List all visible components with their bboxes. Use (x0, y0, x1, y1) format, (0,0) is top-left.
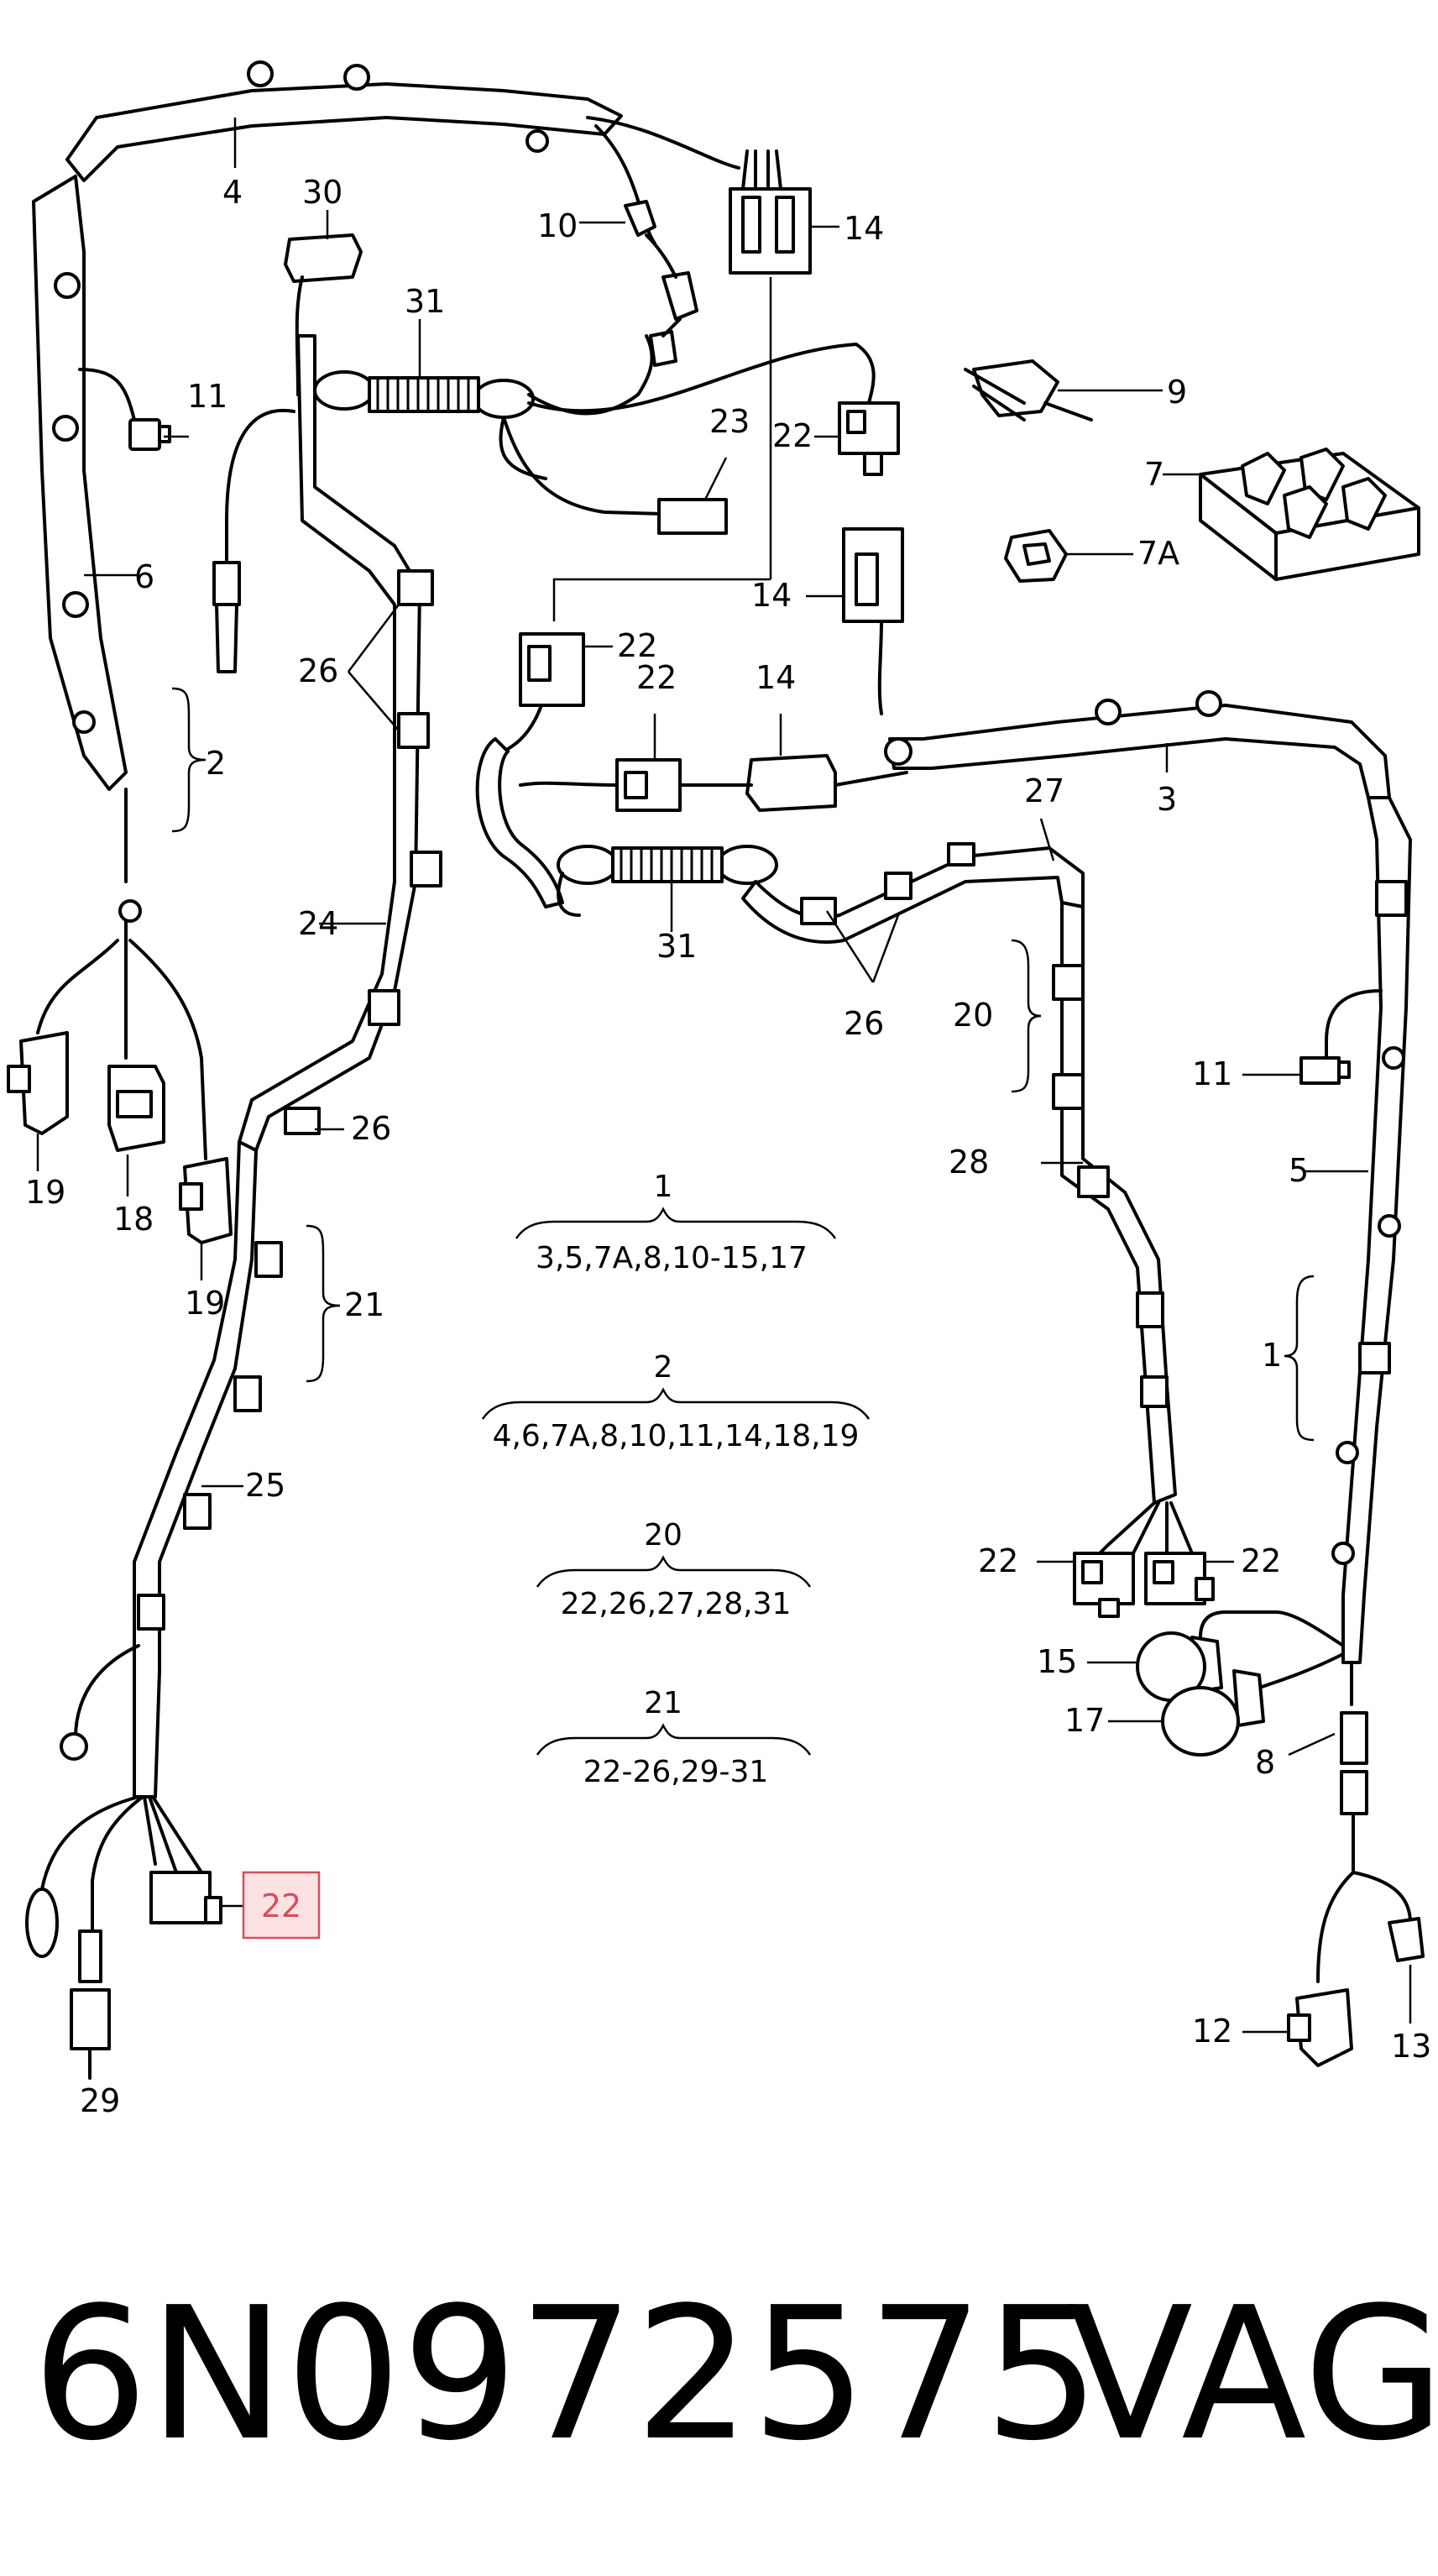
sensor-15 (1136, 1631, 1223, 1702)
group-braces (171, 687, 1315, 1442)
label-15: 15 (1037, 1643, 1077, 1680)
group-20-members: 22,26,27,28,31 (561, 1587, 792, 1621)
label-21-brace: 21 (344, 1286, 384, 1323)
connector-22-bottom-left (149, 1871, 222, 1924)
label-20-brace: 20 (953, 997, 993, 1034)
brand-name: VAG (1068, 2269, 1438, 2481)
label-1-brace: 1 (1262, 1337, 1282, 1374)
connector-22-lower-right (1144, 1552, 1215, 1605)
label-14-middle: 14 (751, 577, 792, 614)
label-22-upper: 22 (772, 417, 813, 454)
harness-24 (238, 334, 442, 1152)
part-10 (624, 200, 698, 367)
connector-22-mid-b (519, 758, 682, 812)
reference-line-14 (552, 277, 772, 621)
label-12: 12 (1192, 2013, 1232, 2050)
harness-6 (32, 175, 207, 1160)
label-22-lower-right: 22 (1241, 1542, 1281, 1579)
connector-14-middle (842, 527, 904, 715)
label-26-lower: 26 (844, 1005, 884, 1042)
label-22-mid-b: 22 (636, 659, 677, 696)
label-23: 23 (709, 403, 750, 440)
label-14-center: 14 (756, 659, 796, 696)
label-19-lower: 19 (185, 1285, 225, 1322)
harness-26-27 (741, 842, 1085, 944)
label-13: 13 (1391, 2028, 1431, 2065)
part-9 (964, 359, 1093, 421)
connector-11-left (128, 418, 171, 451)
label-7a: 7A (1137, 535, 1179, 572)
label-8: 8 (1255, 1744, 1275, 1781)
part-7a (1004, 529, 1068, 583)
label-28: 28 (949, 1144, 989, 1181)
group-2-id: 2 (654, 1350, 673, 1385)
group-1-members: 3,5,7A,8,10-15,17 (536, 1241, 808, 1275)
group-21-members: 22-26,29-31 (583, 1755, 769, 1789)
harness-25 (25, 1140, 283, 1958)
label-25: 25 (245, 1467, 285, 1504)
harness-loop (475, 737, 564, 908)
harness-3 (884, 690, 1391, 799)
connector-12 (1287, 1988, 1353, 2067)
connector-18 (107, 1065, 165, 1152)
connector-22-upper (838, 401, 900, 476)
harness-5 (1199, 796, 1412, 1706)
connector-14-top (729, 149, 812, 275)
connector-13 (1388, 1917, 1425, 1962)
label-3: 3 (1157, 781, 1177, 818)
label-19-upper: 19 (25, 1174, 65, 1211)
connector-14-center (678, 754, 908, 812)
label-6: 6 (134, 558, 154, 595)
label-11-right: 11 (1192, 1055, 1232, 1092)
group-1-id: 1 (654, 1170, 673, 1204)
label-5: 5 (1289, 1152, 1309, 1189)
highlight-callout: 22 (242, 1871, 321, 1940)
sensor-probe (212, 408, 295, 673)
harness-20-28 (1052, 901, 1194, 1563)
label-22-mid-a: 22 (617, 627, 657, 664)
label-27: 27 (1024, 772, 1064, 809)
label-18: 18 (113, 1201, 154, 1238)
label-29: 29 (80, 2082, 120, 2119)
leader-lines (36, 118, 1412, 2034)
group-2-members: 4,6,7A,8,10,11,14,18,19 (493, 1419, 860, 1453)
connector-22-lower-left (1073, 1552, 1135, 1618)
label-9: 9 (1167, 374, 1187, 411)
connector-19-lower (179, 1157, 233, 1244)
part-number: 6N0972575 (32, 2269, 1101, 2481)
group-21-id: 21 (644, 1686, 682, 1720)
label-26-upper: 26 (298, 652, 338, 689)
highlight-label: 22 (261, 1887, 301, 1924)
label-2-brace: 2 (206, 745, 226, 782)
connector-11-right (1299, 1056, 1351, 1085)
harness-4 (65, 60, 740, 245)
part-8 (1316, 1711, 1412, 1983)
label-7: 7 (1144, 456, 1164, 493)
group-summary-braces (481, 1207, 871, 1756)
label-17: 17 (1064, 1702, 1105, 1739)
label-11-left: 11 (187, 378, 227, 415)
label-14-top: 14 (844, 210, 884, 247)
part-7 (1199, 448, 1420, 581)
label-4: 4 (222, 174, 243, 211)
connector-29 (70, 1929, 111, 2080)
callout-labels: 4 30 10 14 31 11 6 23 22 9 7 7A 14 22 22… (25, 174, 1431, 2119)
connector-23 (657, 498, 728, 535)
label-22-lower-left: 22 (978, 1542, 1018, 1579)
group-20-id: 20 (644, 1518, 682, 1552)
label-24: 24 (298, 905, 338, 942)
label-31-upper: 31 (405, 283, 445, 320)
wiring-harness-diagram: 4 30 10 14 31 11 6 23 22 9 7 7A 14 22 22… (7, 60, 1431, 2119)
label-31-lower: 31 (656, 928, 697, 965)
connector-19-upper (7, 1031, 69, 1135)
connector-22-mid-a (494, 632, 585, 757)
label-26-mid: 26 (351, 1110, 391, 1147)
harness-31-lower (557, 845, 778, 917)
label-10: 10 (537, 207, 578, 244)
label-30: 30 (302, 174, 343, 211)
group-summaries: 1 3,5,7A,8,10-15,17 2 4,6,7A,8,10,11,14,… (493, 1170, 860, 1789)
